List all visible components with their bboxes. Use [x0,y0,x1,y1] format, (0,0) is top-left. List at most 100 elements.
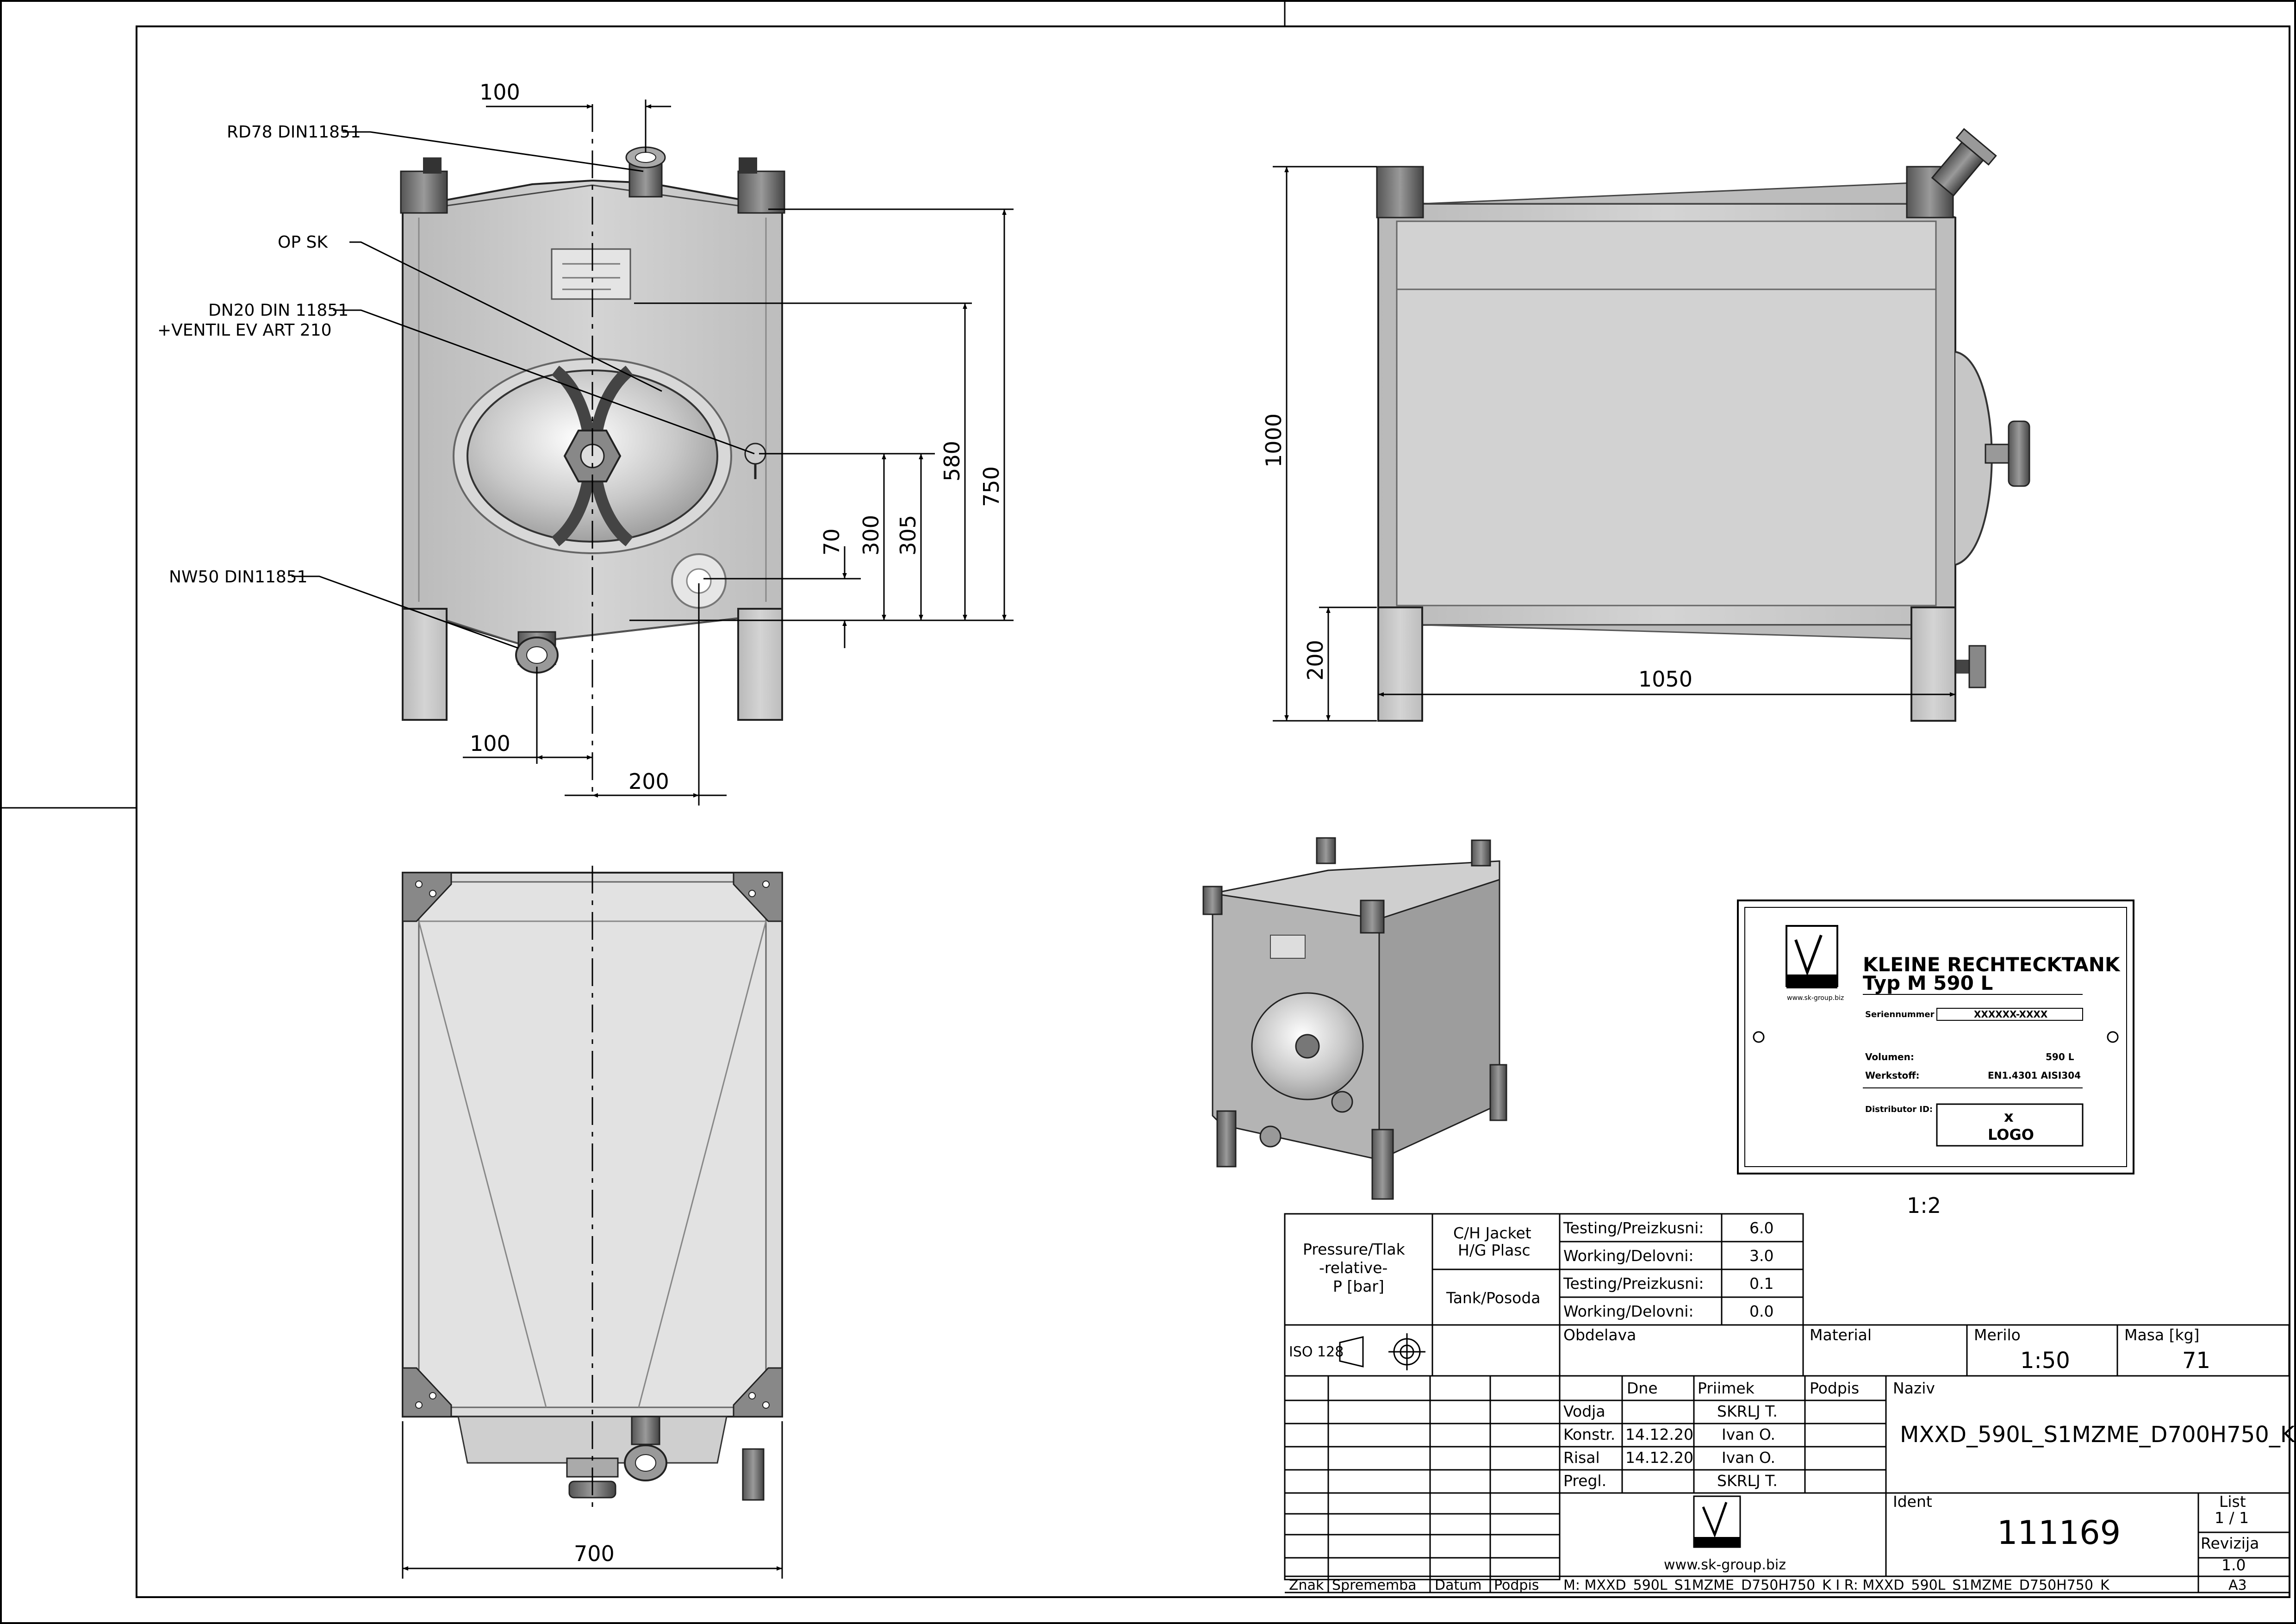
callout-dn20-line2: +VENTIL EV ART 210 [157,321,332,340]
callout-rd78: RD78 DIN11851 [227,123,361,142]
tb-footer-models: M: MXXD_590L_S1MZME_D750H750_K I R: MXXD… [1563,1577,2110,1593]
tb-col-priimek: Priimek [1698,1379,1755,1397]
tb-row3-role: Pregl. [1563,1472,1606,1490]
dim-750: 750 [979,466,1004,507]
dim-305: 305 [896,515,921,556]
tb-jacket-testing-value: 6.0 [1749,1219,1773,1237]
plate-serial-value: XXXXXX-XXXX [1974,1009,2048,1020]
dim-bottom-200: 200 [628,769,669,794]
tb-website: www.sk-group.biz [1664,1557,1786,1573]
tb-col-podpis: Podpis [1810,1379,1859,1397]
tb-footer-znak: Znak [1289,1577,1324,1593]
tb-jacket-testing-label: Testing/Preizkusni: [1563,1219,1704,1237]
dim-side-1050: 1050 [1638,667,1692,692]
tb-merilo-value: 1:50 [2020,1348,2070,1374]
rd78-fitting [625,146,666,198]
tb-jacket-working-value: 3.0 [1749,1247,1773,1265]
plate-volume-value: 590 L [2046,1051,2074,1062]
tb-tank-working-value: 0.0 [1749,1302,1773,1320]
tb-col-dne: Dne [1627,1379,1658,1397]
tb-footer-format: A3 [2228,1577,2247,1593]
front-left-leg [402,608,448,721]
tb-row3-name: SKRLJ T. [1717,1472,1778,1490]
tb-list-label: List [2219,1493,2246,1511]
dim-side-1000: 1000 [1261,413,1286,468]
tb-naziv-label: Naziv [1893,1379,1935,1397]
dim-300: 300 [859,515,884,556]
front-nameplate [551,248,631,300]
callout-opsk: OP SK [278,233,328,252]
side-view: 1000 200 1050 [1261,128,2030,722]
dim-70: 70 [819,528,844,556]
tb-pressure-line3: P [bar] [1333,1277,1384,1295]
plate-logo-text: LOGO [1988,1126,2034,1143]
tb-jacket-line1: C/H Jacket [1453,1224,1531,1242]
tb-obdelava: Obdelava [1563,1326,1636,1344]
tb-row0-role: Vodja [1563,1402,1605,1420]
dim-bottom-100: 100 [470,731,510,756]
front-view: RD78 DIN11851 OP SK DN20 DIN 11851 +VENT… [157,80,1014,806]
side-rd78-fitting [1931,128,1997,197]
tb-pressure-line2: -relative- [1319,1259,1388,1277]
tb-sk-logo [1693,1495,1741,1548]
tb-list-value: 1 / 1 [2215,1509,2249,1527]
tb-jacket-line2: H/G Plasc [1458,1241,1531,1259]
callout-dn20-line1: DN20 DIN 11851 [208,301,348,320]
plate-logo-x: x [2004,1108,2014,1125]
top-right-corner-clamp [737,170,785,214]
tb-tank-testing-value: 0.1 [1749,1274,1773,1293]
plate-title-line2: Typ M 590 L [1863,972,1993,994]
callout-nw50: NW50 DIN11851 [169,568,308,587]
tb-row1-role: Konstr. [1563,1425,1615,1443]
tb-row2-role: Risal [1563,1449,1600,1467]
dim-side-200: 200 [1303,640,1328,681]
projection-symbol-icon [1339,1333,1425,1370]
tb-row1-date: 14.12.20 [1625,1425,1693,1443]
plan-view: 700 [402,866,783,1579]
title-block: Pressure/Tlak -relative- P [bar] C/H Jac… [1284,1213,2296,1593]
tb-row2-date: 14.12.20 [1625,1449,1693,1467]
tb-tank-testing-label: Testing/Preizkusni: [1563,1274,1704,1293]
tb-material: Material [1810,1326,1872,1344]
tb-row2-name: Ivan O. [1722,1449,1775,1467]
tb-iso: ISO 128 [1289,1344,1344,1360]
plate-serial-label: Seriennummer [1865,1010,1935,1019]
tb-revizija-label: Revizija [2201,1534,2259,1552]
isometric-view [1202,837,1507,1200]
tb-footer-spremembe: Sprememba [1332,1577,1417,1593]
plate-distributor-label: Distributor ID: [1865,1105,1933,1114]
dn20-valve [744,443,766,479]
plate-material-value: EN1.4301 AISI304 [1988,1070,2081,1081]
plate-title-line1: KLEINE RECHTECKTANK [1863,953,2121,976]
tb-tank-working-label: Working/Delovni: [1563,1302,1694,1320]
dim-top-100: 100 [479,80,520,105]
tb-tank: Tank/Posoda [1446,1289,1541,1307]
tb-footer-podpis: Podpis [1494,1577,1539,1593]
plate-sk-logo: www.sk-group.biz [1786,925,1844,1002]
tb-row1-name: Ivan O. [1722,1425,1775,1443]
bottom-outlet [515,631,559,674]
tb-jacket-working-label: Working/Delovni: [1563,1247,1694,1265]
dim-plan-700: 700 [574,1541,615,1566]
dim-580: 580 [940,441,964,481]
nameplate-detail: www.sk-group.biz KLEINE RECHTECKTANK Typ… [1737,899,2134,1218]
top-left-corner-clamp [400,170,448,214]
tb-naziv-value: MXXD_590L_S1MZME_D700H750_K [1900,1422,2296,1448]
tb-merilo-label: Merilo [1974,1326,2021,1344]
plate-logo-url: www.sk-group.biz [1787,994,1844,1002]
plate-material-label: Werkstoff: [1865,1070,1919,1081]
tb-revizija-value: 1.0 [2221,1556,2246,1574]
tb-ident-label: Ident [1893,1493,1932,1511]
tb-ident-value: 111169 [1997,1514,2121,1552]
tb-masa-label: Masa [kg] [2124,1326,2199,1344]
plate-volume-label: Volumen: [1865,1051,1914,1062]
plate-scale: 1:2 [1907,1193,1941,1218]
side-door-handle [2008,420,2030,487]
tb-footer-datum: Datum [1435,1577,1481,1593]
tb-masa-value: 71 [2182,1348,2210,1374]
tb-pressure-line1: Pressure/Tlak [1303,1240,1406,1258]
tb-row0-name: SKRLJ T. [1717,1402,1778,1420]
front-right-leg [737,608,783,721]
